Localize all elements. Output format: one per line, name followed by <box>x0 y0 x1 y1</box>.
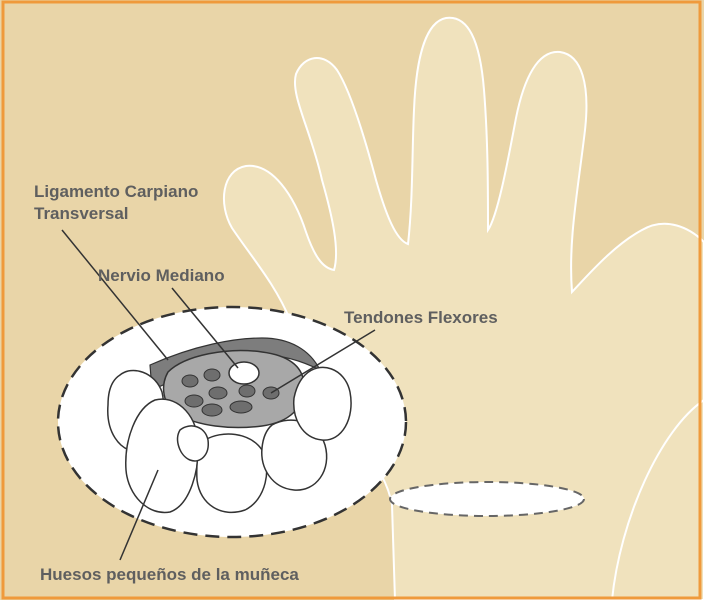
tendon-leader <box>270 329 376 394</box>
bone <box>125 398 199 514</box>
hand-silhouette <box>222 16 704 600</box>
palm-crease <box>611 399 704 600</box>
flexor-tendons-label: Tendones Flexores <box>344 308 498 327</box>
tendon <box>238 384 256 398</box>
carpal-bones <box>107 366 352 514</box>
tendon <box>229 400 253 414</box>
wrist-bones-label: Huesos pequeños de la muñeca <box>40 565 299 584</box>
tendon <box>203 368 221 382</box>
nerve-leader <box>171 287 239 369</box>
tendon <box>184 394 204 408</box>
median-nerve-label: Nervio Mediano <box>98 266 225 285</box>
ligament-label-line1: Ligamento Carpiano <box>34 182 198 201</box>
tendon <box>208 386 228 400</box>
bone <box>293 366 352 441</box>
bone <box>176 425 209 462</box>
tendon <box>181 374 199 388</box>
flexor-tendons <box>181 368 280 417</box>
bone <box>196 433 268 514</box>
ligament-label-line2: Transversal <box>34 204 129 223</box>
wrist-section-ellipse <box>389 481 585 517</box>
tendon <box>201 403 223 417</box>
bones-leader <box>119 469 159 561</box>
leader-lines <box>61 229 376 561</box>
ligament-leader <box>61 229 169 361</box>
median-nerve <box>228 361 260 385</box>
